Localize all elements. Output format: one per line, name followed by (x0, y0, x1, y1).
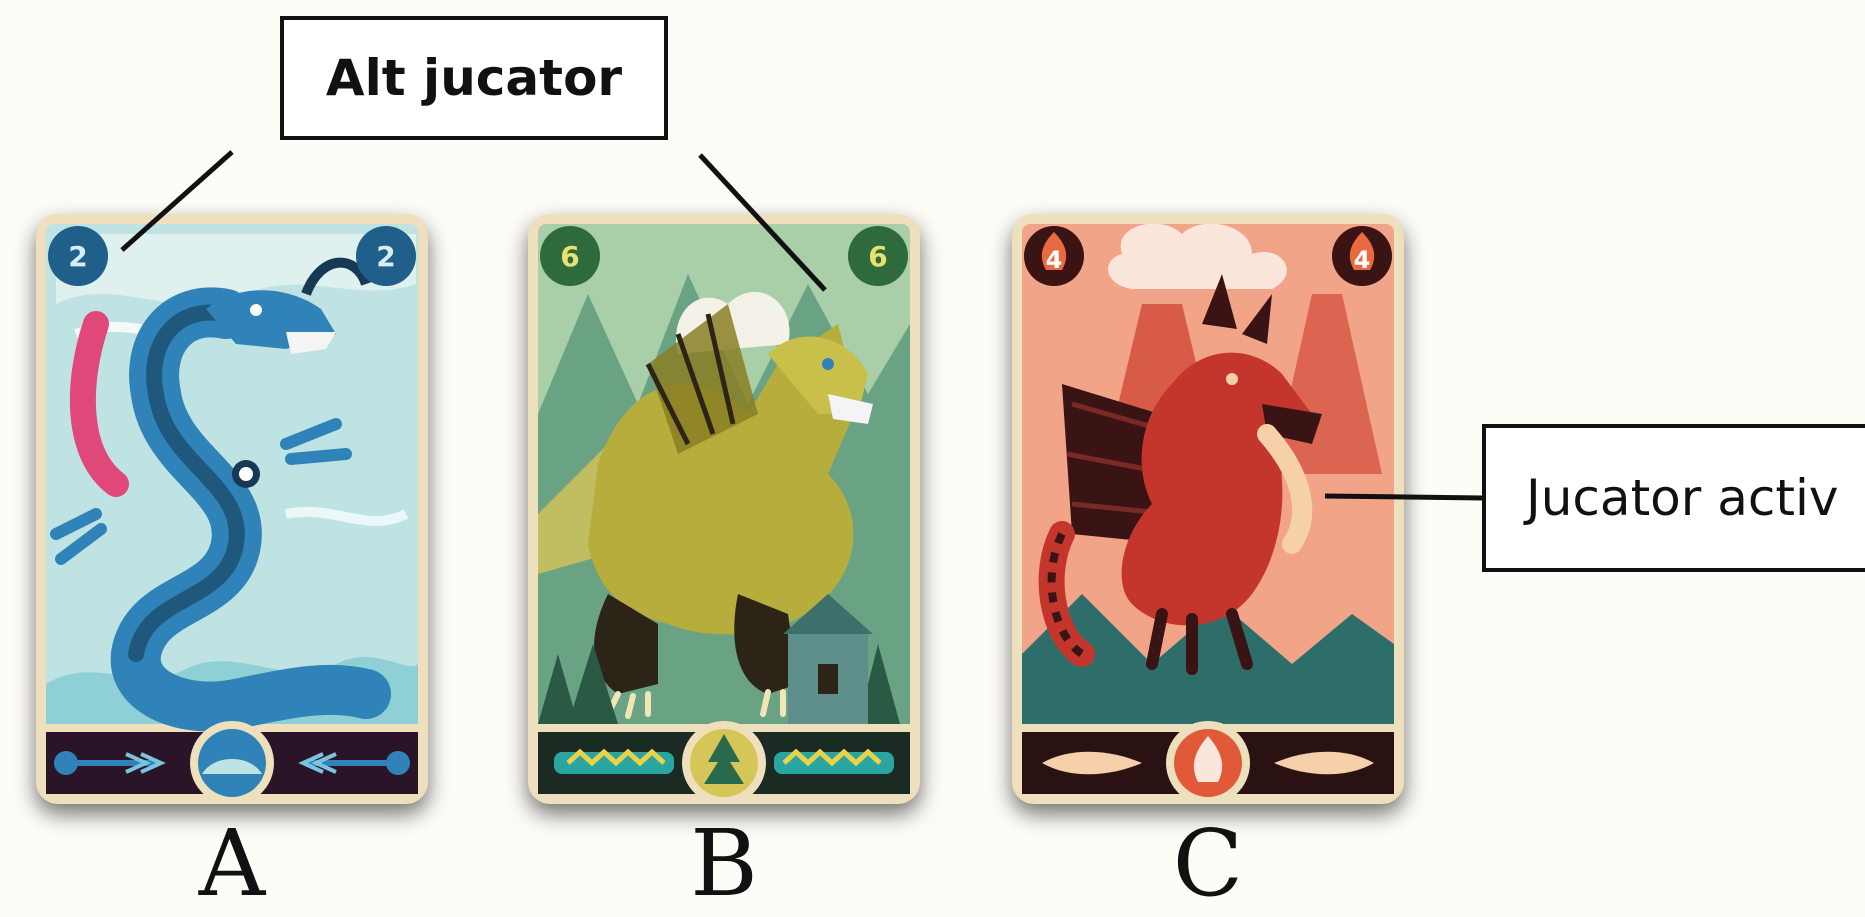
card-a-value-left: 2 (68, 240, 87, 273)
fire-element-icon (1166, 721, 1250, 804)
card-c-value-left: 4 (1046, 246, 1063, 274)
card-c-value-badge-left: 4 (1024, 226, 1084, 286)
card-a-value-badge-left: 2 (48, 226, 108, 286)
card-a-letter: A (198, 810, 266, 917)
card-b-value-right: 6 (868, 240, 887, 273)
card-b-forest-dragon[interactable]: 6 6 (528, 214, 920, 804)
callout-other-player: Alt jucator (280, 16, 668, 140)
callout-other-player-label: Alt jucator (325, 49, 623, 107)
card-c-value-badge-right: 4 (1332, 226, 1392, 286)
card-a-art: 2 2 (46, 224, 418, 804)
card-b-letter: B (690, 810, 758, 917)
card-c-letter: C (1172, 810, 1244, 917)
card-c-fire-dragon[interactable]: 4 4 (1012, 214, 1404, 804)
card-b-value-badge-left: 6 (540, 226, 600, 286)
card-b-value-badge-right: 6 (848, 226, 908, 286)
card-b-art: 6 6 (538, 224, 910, 804)
water-element-icon (190, 721, 274, 804)
forest-element-icon (682, 721, 766, 804)
callout-active-player-label: Jucator activ (1526, 469, 1839, 527)
card-c-art: 4 4 (1022, 223, 1394, 804)
callout-active-player: Jucator activ (1482, 424, 1865, 572)
card-b-value-left: 6 (560, 240, 579, 273)
card-a-value-right: 2 (376, 240, 395, 273)
card-c-value-right: 4 (1354, 246, 1371, 274)
card-a-water-dragon[interactable]: 2 2 (36, 214, 428, 804)
card-a-value-badge-right: 2 (356, 226, 416, 286)
